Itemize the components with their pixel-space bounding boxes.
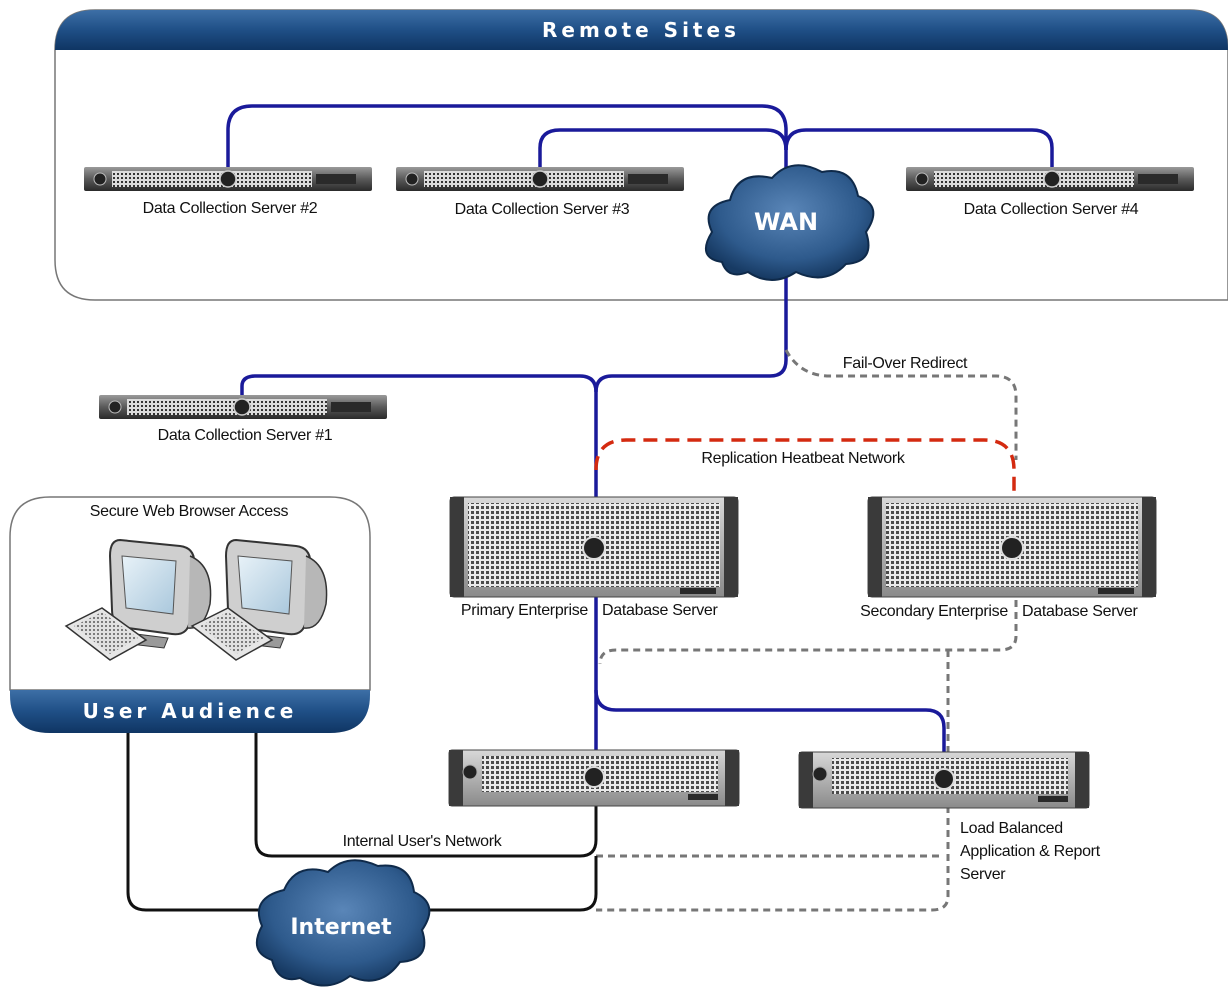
link-failover — [784, 349, 1018, 460]
lb-label-line1: Load Balanced — [960, 820, 1063, 837]
dcs3-label: Data Collection Server #3 — [455, 201, 630, 218]
wan-label: WAN — [754, 208, 818, 236]
replication-label: Replication Heatbeat Network — [701, 450, 906, 467]
lb-label-line3: Server — [960, 866, 1006, 883]
dcs4-label: Data Collection Server #4 — [964, 201, 1139, 218]
link-replication — [594, 438, 1016, 498]
secondary-db-label-left: Secondary Enterprise — [860, 603, 1008, 620]
server-dcs1 — [99, 395, 387, 419]
link-internal-users — [254, 733, 598, 858]
internet-label: Internet — [290, 915, 392, 940]
lb-label-line2: Application & Report — [960, 843, 1101, 860]
workstation-2-icon — [190, 538, 328, 661]
link-dcs1 — [240, 374, 598, 398]
failover-label: Fail-Over Redirect — [843, 355, 968, 372]
link-dcs4-wan — [784, 128, 1054, 172]
secondary-db-label-right: Database Server — [1022, 603, 1139, 620]
dcs2-label: Data Collection Server #2 — [143, 200, 318, 217]
link-secondary-down — [598, 600, 1018, 665]
link-dcs2-wan — [226, 104, 788, 200]
link-primary-lb — [594, 689, 946, 756]
server-secondary-db — [867, 496, 1157, 598]
wan-cloud-icon: WAN — [704, 164, 875, 281]
internal-network-label: Internal User's Network — [343, 833, 503, 850]
workstation-1-icon — [64, 538, 212, 661]
server-dcs3 — [396, 167, 684, 191]
server-dcs4 — [906, 167, 1194, 191]
dcs1-label: Data Collection Server #1 — [158, 427, 333, 444]
server-load-balanced — [798, 751, 1090, 809]
remote-sites-panel: Remote Sites — [54, 9, 1228, 301]
server-app-primary — [448, 749, 740, 807]
secure-web-label: Secure Web Browser Access — [90, 503, 289, 520]
server-dcs2 — [84, 167, 372, 191]
server-primary-db — [449, 496, 739, 598]
primary-db-label-left: Primary Enterprise — [461, 602, 588, 619]
internet-cloud-icon: Internet — [255, 859, 431, 987]
user-audience-title: User Audience — [83, 699, 298, 723]
labels: Data Collection Server #2 Data Collectio… — [143, 200, 1140, 883]
primary-db-label-right: Database Server — [602, 602, 719, 619]
link-secondary-lb — [596, 650, 950, 912]
link-dcs3-wan — [538, 128, 788, 172]
remote-sites-title: Remote Sites — [542, 18, 740, 42]
